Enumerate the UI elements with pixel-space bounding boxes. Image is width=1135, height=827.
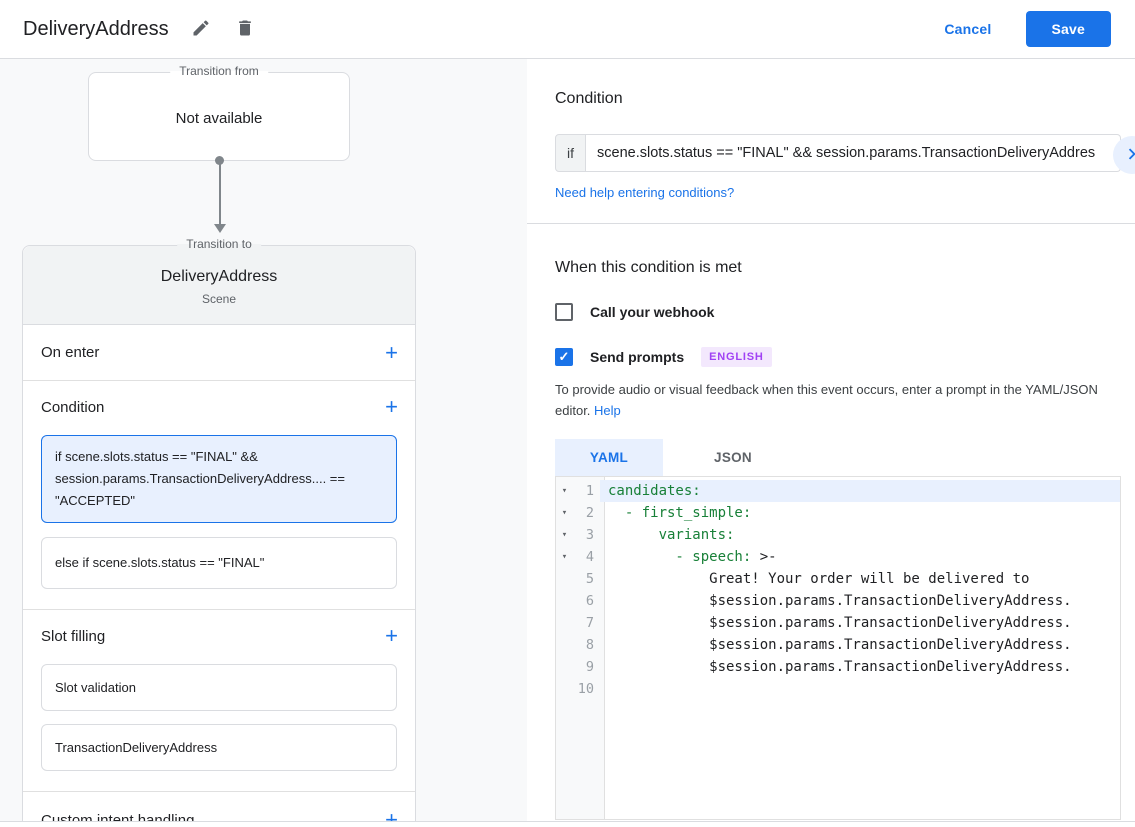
line-number: 9 bbox=[585, 659, 594, 675]
trash-icon bbox=[235, 18, 255, 41]
code-line: 10 bbox=[556, 678, 1120, 700]
scene-flow-pane: Transition from Not available Transition… bbox=[0, 59, 527, 821]
transition-to-legend: Transition to bbox=[177, 237, 261, 251]
page-title: DeliveryAddress bbox=[23, 17, 169, 40]
editor-tabs: YAML JSON bbox=[555, 439, 1135, 476]
scene-type-label: Scene bbox=[201, 292, 237, 306]
editor-gutter bbox=[556, 477, 605, 819]
on-enter-label: On enter bbox=[41, 344, 100, 361]
fold-arrow-icon[interactable]: ▾ bbox=[561, 508, 568, 518]
line-number: 3 bbox=[585, 527, 594, 543]
delete-scene-button[interactable] bbox=[233, 16, 257, 43]
scene-name: DeliveryAddress bbox=[160, 268, 278, 285]
send-prompts-row: ✓ Send prompts ENGLISH bbox=[555, 347, 1135, 367]
condition-card[interactable]: else if scene.slots.status == "FINAL" bbox=[41, 537, 397, 589]
prompts-description-text: To provide audio or visual feedback when… bbox=[555, 382, 1098, 418]
bottom-scroll-track[interactable] bbox=[0, 821, 1135, 827]
call-webhook-label[interactable]: Call your webhook bbox=[590, 304, 715, 320]
fold-spacer bbox=[556, 678, 573, 700]
edit-icon bbox=[191, 18, 211, 41]
fold-spacer bbox=[556, 634, 573, 656]
code-line: 9 $session.params.TransactionDeliveryAdd… bbox=[556, 656, 1120, 678]
code-line: ▾3 variants: bbox=[556, 524, 1120, 546]
slot-validation-card[interactable]: Slot validation bbox=[41, 664, 397, 711]
arrow-down-icon bbox=[213, 224, 226, 233]
line-number: 2 bbox=[585, 505, 594, 521]
custom-intent-label: Custom intent handling bbox=[41, 811, 195, 822]
line-number: 8 bbox=[585, 637, 594, 653]
slot-transaction-card[interactable]: TransactionDeliveryAddress bbox=[41, 724, 397, 771]
add-custom-intent-button[interactable]: + bbox=[385, 809, 398, 822]
chevron-right-icon bbox=[1121, 143, 1135, 168]
fold-spacer bbox=[556, 590, 573, 612]
collapse-panel-button[interactable] bbox=[1113, 136, 1135, 174]
call-webhook-checkbox[interactable] bbox=[555, 303, 573, 321]
code-line: 6 $session.params.TransactionDeliveryAdd… bbox=[556, 590, 1120, 612]
line-number: 1 bbox=[585, 483, 594, 499]
transition-from-value: Not available bbox=[175, 110, 263, 127]
checkmark-icon: ✓ bbox=[558, 349, 570, 364]
cancel-button[interactable]: Cancel bbox=[944, 21, 992, 37]
add-on-enter-button[interactable]: + bbox=[385, 339, 398, 365]
connector-dot bbox=[215, 156, 224, 165]
custom-intent-section: Custom intent handling + bbox=[23, 792, 415, 822]
line-number: 4 bbox=[585, 549, 594, 565]
edit-scene-button[interactable] bbox=[189, 16, 213, 43]
slot-filling-section: Slot filling + Slot validation Transacti… bbox=[23, 610, 415, 792]
connector-line bbox=[218, 163, 221, 224]
tab-yaml[interactable]: YAML bbox=[555, 439, 663, 476]
code-line: ▾2 - first_simple: bbox=[556, 502, 1120, 524]
section-divider bbox=[527, 223, 1135, 224]
language-badge: ENGLISH bbox=[701, 347, 772, 367]
code-line: ▾4 - speech: >- bbox=[556, 546, 1120, 568]
fold-arrow-icon[interactable]: ▾ bbox=[561, 552, 568, 562]
condition-section-header: Condition + bbox=[23, 381, 415, 433]
prompts-help-link[interactable]: Help bbox=[594, 403, 621, 418]
add-condition-button[interactable]: + bbox=[385, 394, 398, 419]
on-enter-section: On enter + bbox=[23, 325, 415, 381]
webhook-row: Call your webhook bbox=[555, 303, 1135, 321]
tab-json[interactable]: JSON bbox=[714, 450, 752, 465]
send-prompts-label[interactable]: Send prompts bbox=[590, 349, 685, 365]
fold-arrow-icon[interactable]: ▾ bbox=[561, 530, 568, 540]
line-number: 6 bbox=[585, 593, 594, 609]
transition-from-box: Transition from Not available bbox=[88, 64, 350, 161]
scene-card: Transition to DeliveryAddress Scene On e… bbox=[22, 237, 416, 822]
code-line: 7 $session.params.TransactionDeliveryAdd… bbox=[556, 612, 1120, 634]
add-slot-filling-button[interactable]: + bbox=[385, 623, 398, 648]
scene-card-header: DeliveryAddress Scene bbox=[23, 246, 415, 325]
when-met-title: When this condition is met bbox=[555, 259, 742, 276]
condition-panel-title: Condition bbox=[555, 90, 623, 107]
line-number: 5 bbox=[585, 571, 594, 587]
code-line: 5 Great! Your order will be delivered to bbox=[556, 568, 1120, 590]
fold-spacer bbox=[556, 568, 573, 590]
fold-spacer bbox=[556, 656, 573, 678]
slot-filling-section-header: Slot filling + bbox=[23, 610, 415, 662]
save-button[interactable]: Save bbox=[1025, 11, 1111, 47]
condition-label: Condition bbox=[41, 398, 105, 416]
condition-help-link[interactable]: Need help entering conditions? bbox=[555, 185, 735, 200]
condition-expression-row: if bbox=[555, 134, 1121, 172]
send-prompts-checkbox[interactable]: ✓ bbox=[555, 348, 573, 366]
prompts-description: To provide audio or visual feedback when… bbox=[555, 379, 1131, 421]
condition-section: Condition + if scene.slots.status == "FI… bbox=[23, 381, 415, 610]
line-number: 7 bbox=[585, 615, 594, 631]
fold-spacer bbox=[556, 612, 573, 634]
line-number: 10 bbox=[577, 681, 594, 697]
slot-filling-label: Slot filling bbox=[41, 627, 106, 645]
if-prefix-label: if bbox=[555, 134, 586, 172]
code-line: 8 $session.params.TransactionDeliveryAdd… bbox=[556, 634, 1120, 656]
fold-arrow-icon[interactable]: ▾ bbox=[561, 486, 568, 496]
condition-expression-input[interactable] bbox=[586, 134, 1121, 172]
transition-from-legend: Transition from bbox=[170, 64, 268, 78]
app-header: DeliveryAddress Cancel Save bbox=[0, 0, 1135, 59]
condition-card-selected[interactable]: if scene.slots.status == "FINAL" && sess… bbox=[41, 435, 397, 523]
condition-detail-pane: Condition if Need help entering conditio… bbox=[527, 59, 1135, 821]
